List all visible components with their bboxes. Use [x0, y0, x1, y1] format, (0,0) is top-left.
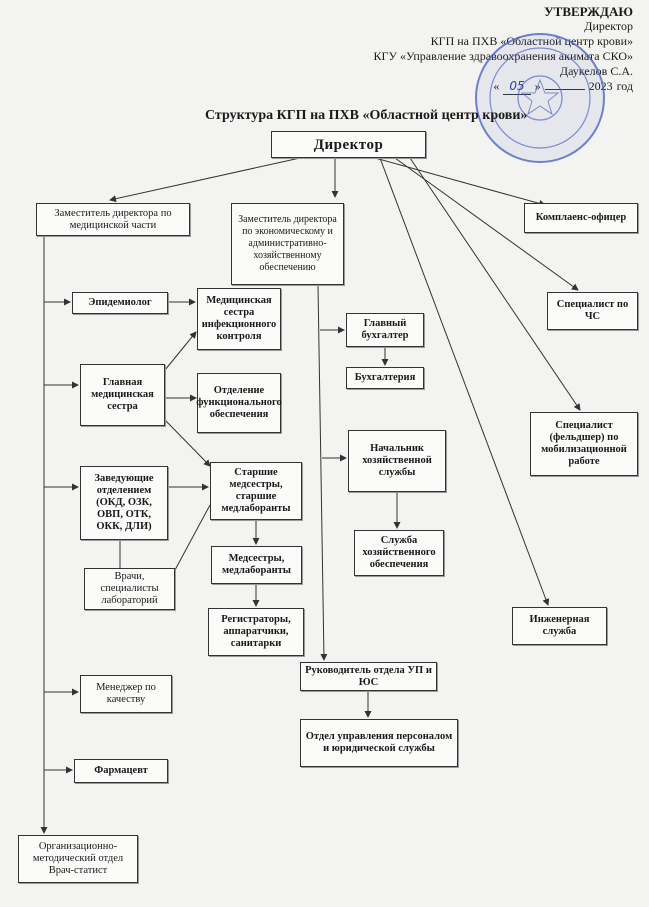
- nurses-box: Медсестры, медлаборанты: [211, 546, 302, 584]
- lab-doctors-box: Врачи, специалисты лабораторий: [84, 568, 175, 610]
- date-year: 2023: [589, 79, 613, 94]
- deputy-medical-box: Заместитель директора по медицинской час…: [36, 203, 190, 236]
- quality-manager-box: Менеджер по качеству: [80, 675, 172, 713]
- accounting-box: Бухгалтерия: [346, 367, 424, 389]
- approval-block: УТВЕРЖДАЮ Директор КГП на ПХВ «Областной…: [373, 4, 634, 95]
- pharmacist-box: Фармацевт: [74, 759, 168, 783]
- senior-nurses-box: Старшие медсестры, старшие медлаборанты: [210, 462, 302, 520]
- household-service-box: Служба хозяйственного обеспечения: [354, 530, 444, 576]
- functional-support-box: Отделение функционального обеспечения: [196, 373, 282, 433]
- hr-head-box: Руководитель отдела УП и ЮС: [300, 662, 437, 691]
- household-head-box: Начальник хозяйственной службы: [348, 430, 446, 492]
- department-heads-box: Заведующие отделением (ОКД, ОЗК, ОВП, ОТ…: [80, 466, 168, 540]
- approval-date: « 05 » 2023 год: [374, 79, 633, 95]
- head-nurse-box: Главная медицинская сестра: [80, 364, 165, 426]
- approval-line-2: КГП на ПХВ «Областной центр крови»: [430, 34, 633, 48]
- hr-department-box: Отдел управления персоналом и юридическо…: [300, 719, 458, 767]
- mobilization-specialist-box: Специалист (фельдшер) по мобилизационной…: [530, 412, 638, 476]
- compliance-officer-box: Комплаенс-офицер: [524, 203, 638, 233]
- epidemiologist-box: Эпидемиолог: [72, 292, 168, 314]
- chart-title: Структура КГП на ПХВ «Областной центр кр…: [205, 108, 528, 123]
- approval-heading: УТВЕРЖДАЮ: [544, 4, 633, 19]
- org-method-dept-box: Организационно-методический отдел Врач-с…: [18, 835, 138, 883]
- engineering-service-box: Инженерная служба: [512, 607, 607, 645]
- emergency-specialist-box: Специалист по ЧС: [547, 292, 638, 330]
- approval-signer: Даукелов С.А.: [560, 64, 633, 78]
- date-day: 05: [503, 79, 531, 95]
- director-box: Директор: [271, 131, 426, 158]
- date-suffix: год: [616, 79, 633, 93]
- approval-line-1: Директор: [584, 19, 633, 33]
- registrars-box: Регистраторы, аппаратчики, санитарки: [208, 608, 304, 656]
- date-month: [544, 89, 585, 90]
- approval-line-3: КГУ «Управление здравоохранения акимата …: [373, 49, 634, 63]
- date-open-quote: «: [493, 79, 499, 94]
- infection-control-nurse-box: Медицинская сестра инфекционного контрол…: [197, 288, 281, 350]
- chief-accountant-box: Главный бухгалтер: [346, 313, 424, 347]
- deputy-economic-box: Заместитель директора по экономическому …: [231, 203, 344, 285]
- official-seal-stamp: [475, 33, 605, 163]
